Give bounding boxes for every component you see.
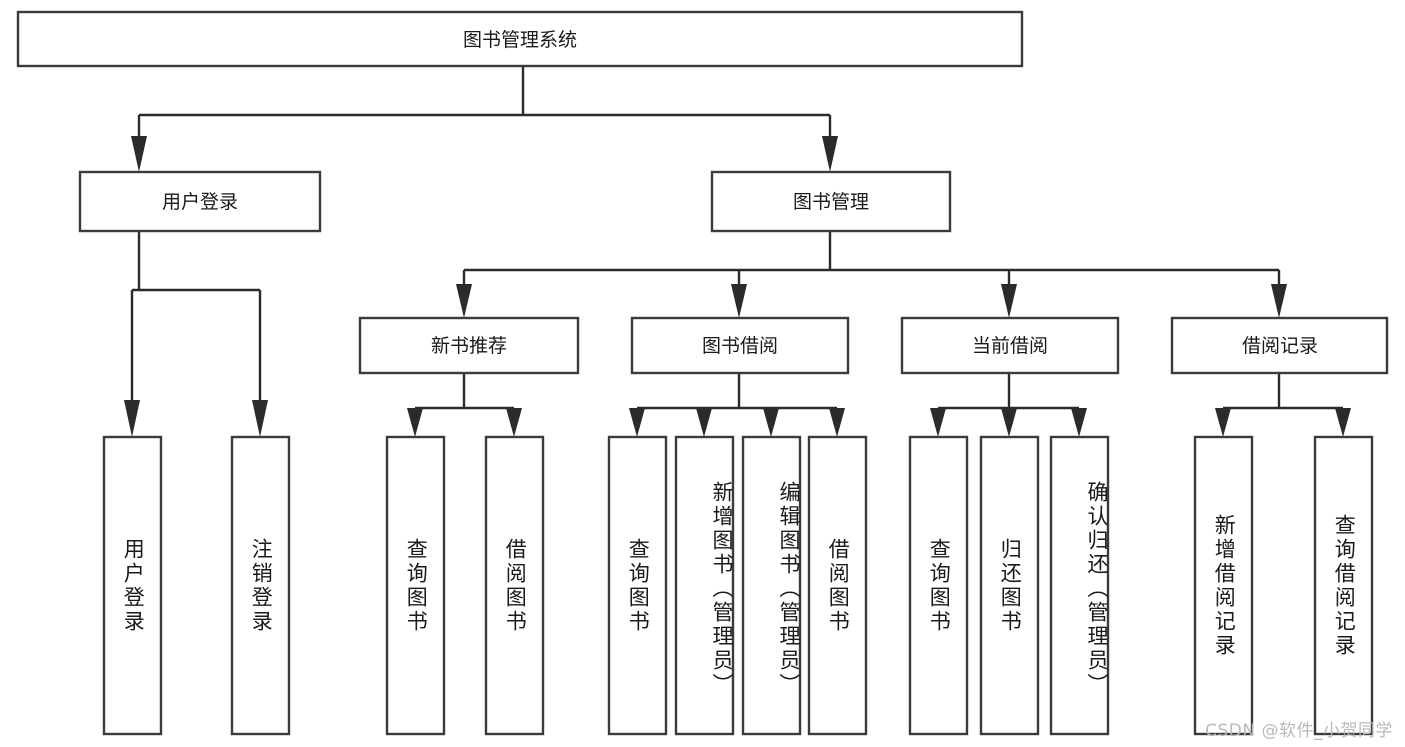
node-book-borrow-box[interactable] <box>630 316 850 375</box>
node-book-borrow-label: 图书借阅 <box>702 335 778 357</box>
arrow-leaf-borrow-book-2 <box>829 408 845 437</box>
arrow-leaf-query-book-2 <box>629 408 645 437</box>
arrow-new-book-recommend <box>456 284 472 318</box>
node-leaf-query-book-2-box[interactable] <box>607 435 668 736</box>
arrow-book-management <box>822 136 838 172</box>
watermark-text: CSDN @软件_小贺同学 <box>1205 721 1393 741</box>
node-leaf-add-book-admin-box[interactable] <box>674 435 735 736</box>
node-borrow-record-label: 借阅记录 <box>1242 335 1318 357</box>
arrow-leaf-query-book-1 <box>407 408 423 437</box>
node-book-management-label: 图书管理 <box>793 191 869 213</box>
arrow-user-login <box>131 136 147 172</box>
arrow-book-borrow <box>731 284 747 318</box>
arrow-leaf-query-borrow-record <box>1335 408 1351 437</box>
node-leaf-logout-login-box[interactable] <box>230 435 291 736</box>
arrow-leaf-query-book-3 <box>930 408 946 437</box>
node-layer: 图书管理系统 用户登录 图书管理 新书推荐 图书借阅 当前 <box>16 10 1389 736</box>
node-root-label: 图书管理系统 <box>463 29 577 51</box>
node-new-book-recommend-box[interactable] <box>358 316 580 375</box>
node-current-borrow-label: 当前借阅 <box>972 335 1048 357</box>
node-borrow-record[interactable]: 借阅记录 <box>1170 316 1389 375</box>
node-leaf-confirm-return-admin-box[interactable] <box>1049 435 1110 736</box>
node-new-book-recommend[interactable]: 新书推荐 <box>358 316 580 375</box>
node-book-management-box[interactable] <box>710 170 952 233</box>
arrow-leaf-edit-book-admin <box>763 408 779 437</box>
arrow-leaf-borrow-book-1 <box>506 408 522 437</box>
node-leaf-query-book-1-box[interactable] <box>385 435 446 736</box>
node-user-login-label: 用户登录 <box>162 191 238 213</box>
connector-layer <box>124 66 1351 437</box>
arrow-leaf-logout-login <box>252 400 268 437</box>
node-user-login-box[interactable] <box>78 170 322 233</box>
node-root[interactable]: 图书管理系统 <box>16 10 1024 68</box>
node-leaf-edit-book-admin-box[interactable] <box>741 435 802 736</box>
node-leaf-return-book-box[interactable] <box>979 435 1040 736</box>
node-current-borrow-box[interactable] <box>900 316 1120 375</box>
node-book-borrow[interactable]: 图书借阅 <box>630 316 850 375</box>
node-leaf-query-book-3-box[interactable] <box>908 435 969 736</box>
arrow-current-borrow <box>1001 284 1017 318</box>
arrow-leaf-add-borrow-record <box>1215 408 1231 437</box>
arrow-leaf-add-book-admin <box>696 408 712 437</box>
node-root-box[interactable] <box>16 10 1024 68</box>
node-leaf-query-borrow-record-box[interactable] <box>1313 435 1374 736</box>
node-leaf-user-login-box[interactable] <box>102 435 163 736</box>
arrow-leaf-return-book <box>1001 408 1017 437</box>
node-user-login[interactable]: 用户登录 <box>78 170 322 233</box>
node-leaf-borrow-book-1-box[interactable] <box>484 435 545 736</box>
node-leaf-add-borrow-record-box[interactable] <box>1193 435 1254 736</box>
arrow-borrow-record <box>1271 284 1287 318</box>
node-book-management[interactable]: 图书管理 <box>710 170 952 233</box>
node-new-book-recommend-label: 新书推荐 <box>431 335 507 357</box>
node-current-borrow[interactable]: 当前借阅 <box>900 316 1120 375</box>
arrow-leaf-user-login <box>124 400 140 437</box>
arrow-leaf-confirm-return-admin <box>1071 408 1087 437</box>
node-borrow-record-box[interactable] <box>1170 316 1389 375</box>
node-leaf-borrow-book-2-box[interactable] <box>807 435 868 736</box>
